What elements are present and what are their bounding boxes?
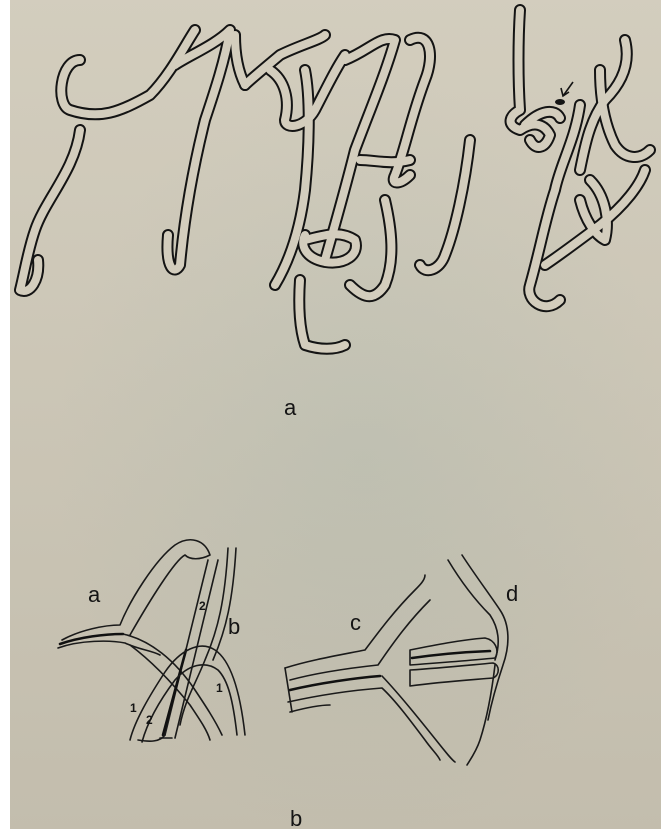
strand-number-bottom-1: 1 [130,702,137,714]
schematic-d [410,555,508,765]
strand-number-bottom-2: 2 [146,714,153,726]
strand-number-top-2: 2 [199,600,206,612]
schematic-label-a: a [88,584,100,606]
panel-b-caption: b [290,808,302,829]
schematic-label-b: b [228,616,240,638]
schematic-label-c: c [350,612,361,634]
strand-number-right-1: 1 [216,682,223,694]
schematic-ab [58,540,245,742]
schematic-label-d: d [506,583,518,605]
